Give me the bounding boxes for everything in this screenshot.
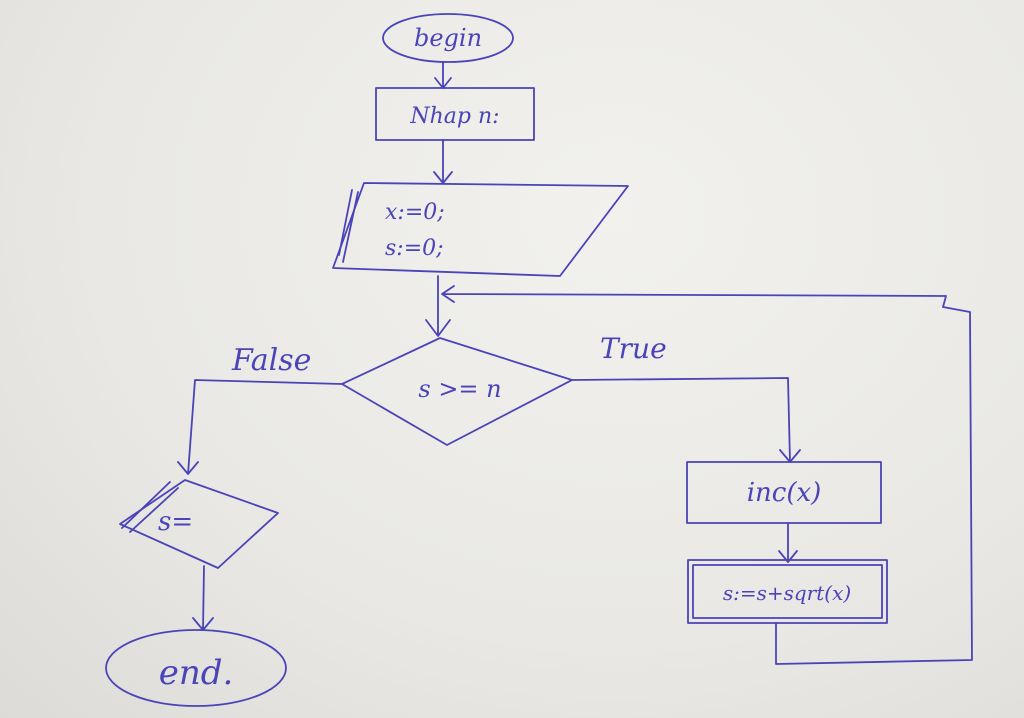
arrow-init-to-decision — [425, 275, 451, 337]
init-parallelogram — [332, 182, 629, 277]
arrow-begin-to-input — [434, 61, 452, 89]
input-label: Nhap n: — [409, 104, 499, 129]
inc-label: inc(x) — [747, 478, 822, 508]
inc-box — [686, 461, 882, 524]
true-edge — [571, 377, 801, 463]
loop-back-edge — [441, 285, 973, 665]
decision-label: s >= n — [418, 375, 501, 403]
begin-label: begin — [414, 24, 482, 52]
true-label: True — [600, 332, 667, 365]
end-label: end. — [159, 653, 234, 693]
init-mark — [338, 189, 359, 263]
false-label: False — [231, 343, 311, 378]
input-box — [375, 87, 535, 141]
init-x-label: x:=0; — [385, 200, 445, 225]
begin-terminator — [382, 13, 514, 63]
end-terminator — [105, 629, 287, 707]
decision-diamond — [341, 337, 573, 446]
arrow-inc-to-update — [778, 522, 798, 563]
update-box — [687, 559, 888, 624]
arrow-input-to-init — [433, 139, 453, 184]
update-box-inner — [692, 564, 883, 619]
output-label: s= — [158, 507, 193, 537]
output-mark — [121, 481, 179, 533]
update-label: s:=s+sqrt(x) — [723, 581, 851, 605]
false-edge — [177, 379, 343, 475]
arrow-output-to-end — [192, 565, 214, 631]
init-s-label: s:=0; — [385, 236, 444, 261]
output-parallelogram — [119, 479, 279, 569]
